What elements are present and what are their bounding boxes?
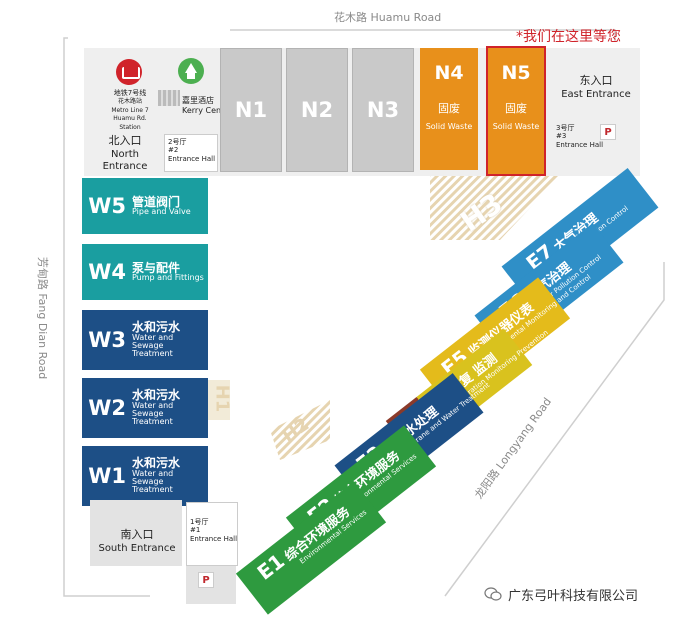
south-entrance-en: South Entrance bbox=[98, 542, 176, 554]
hall-w4-code: W4 bbox=[88, 260, 126, 284]
hall-n4-en: Solid Waste bbox=[425, 122, 473, 131]
hall-w2-cn: 水和污水 bbox=[132, 388, 181, 403]
hall-n4-code: N4 bbox=[434, 62, 464, 84]
hotel-building bbox=[158, 90, 180, 106]
hall-n5-cn: 固废 bbox=[505, 102, 527, 115]
hall-n1-code: N1 bbox=[234, 98, 268, 122]
hall-n3[interactable]: N3 bbox=[352, 48, 414, 172]
hall-n1[interactable]: N1 bbox=[220, 48, 282, 172]
wechat-icon bbox=[484, 586, 502, 601]
south-entrance[interactable]: 南入口 South Entrance bbox=[92, 528, 182, 555]
hall1-cn: 1号厅 bbox=[190, 518, 209, 526]
hall-w5-en: Pipe and Valve bbox=[132, 207, 191, 217]
hall-w3-code: W3 bbox=[88, 328, 126, 352]
hall-w4-en: Pump and Fittings bbox=[132, 273, 204, 283]
hall-w4-cn: 泵与配件 bbox=[132, 260, 181, 275]
hall-w2-code: W2 bbox=[88, 396, 126, 420]
hall-w1-code: W1 bbox=[88, 464, 126, 488]
road-west: 芳甸路 Fang Dian Road bbox=[36, 256, 50, 380]
hall-n5-code: N5 bbox=[501, 62, 531, 84]
hall-n5[interactable]: N5 固废 Solid Waste bbox=[486, 46, 546, 176]
hall1-en: Entrance Hall bbox=[190, 534, 238, 543]
parking-icon-south: P bbox=[198, 572, 214, 588]
hall3-num: #3 bbox=[556, 132, 567, 141]
entrance-hall-2[interactable] bbox=[164, 134, 218, 172]
metro-station-cn: 花木路站 bbox=[117, 98, 142, 106]
watermark: 广东弓叶科技有限公司 bbox=[508, 589, 639, 604]
hall-w2-en: Water and Sewage Treatment bbox=[132, 400, 174, 427]
hall-w3-en: Water and Sewage Treatment bbox=[132, 332, 174, 359]
hall-w5-cn: 管道阀门 bbox=[132, 194, 181, 209]
metro-station-en: Huamu Rd. Station bbox=[113, 115, 147, 131]
hall-n5-en: Solid Waste bbox=[492, 122, 540, 131]
metro-line-en: Metro Line 7 bbox=[111, 106, 149, 114]
east-entrance-cn: 东入口 bbox=[579, 74, 613, 87]
entrance-hall-1[interactable] bbox=[186, 502, 238, 566]
metro-line: 地铁7号线 bbox=[113, 89, 147, 97]
hall3-cn: 3号厅 bbox=[556, 124, 575, 132]
hall2-num: #2 bbox=[168, 146, 179, 155]
metro-icon bbox=[116, 59, 142, 85]
hotel-cn: 嘉里酒店 bbox=[182, 96, 214, 105]
east-entrance[interactable]: 东入口 East Entrance bbox=[556, 74, 636, 101]
north-entrance-cn: 北入口 bbox=[108, 134, 142, 147]
hall-n2[interactable]: N2 bbox=[286, 48, 348, 172]
hall-n4[interactable]: N4 固废 Solid Waste bbox=[420, 48, 478, 170]
hotel-en: Kerry Centre Hotel bbox=[182, 105, 256, 115]
south-entrance-cn: 南入口 bbox=[120, 528, 154, 541]
hall-w1-en: Water and Sewage Treatment bbox=[132, 468, 174, 495]
connector-h1: H1 bbox=[211, 384, 233, 413]
east-entrance-en: East Entrance bbox=[561, 88, 631, 100]
south-entrance-area bbox=[90, 500, 182, 566]
meeting-point-note: *我们在这里等您 bbox=[516, 29, 621, 45]
hall2-cn: 2号厅 bbox=[168, 138, 187, 146]
hotel-icon bbox=[178, 58, 204, 84]
hall3-en: Entrance Hall bbox=[556, 140, 604, 149]
parking-icon-east: P bbox=[600, 124, 616, 140]
hall-w3-cn: 水和污水 bbox=[132, 320, 181, 335]
hall2-en: Entrance Hall bbox=[168, 154, 216, 163]
hall-n2-code: N2 bbox=[300, 98, 334, 122]
north-entrance[interactable]: 北入口 North Entrance bbox=[88, 134, 162, 174]
road-north: 花木路 Huamu Road bbox=[334, 11, 442, 24]
hall-n4-cn: 固废 bbox=[438, 102, 460, 115]
hall-w1-cn: 水和污水 bbox=[132, 456, 181, 471]
hall-w5-code: W5 bbox=[88, 194, 126, 218]
hall1-num: #1 bbox=[190, 526, 201, 535]
north-entrance-en: North Entrance bbox=[102, 148, 148, 173]
hall-n3-code: N3 bbox=[366, 98, 400, 122]
